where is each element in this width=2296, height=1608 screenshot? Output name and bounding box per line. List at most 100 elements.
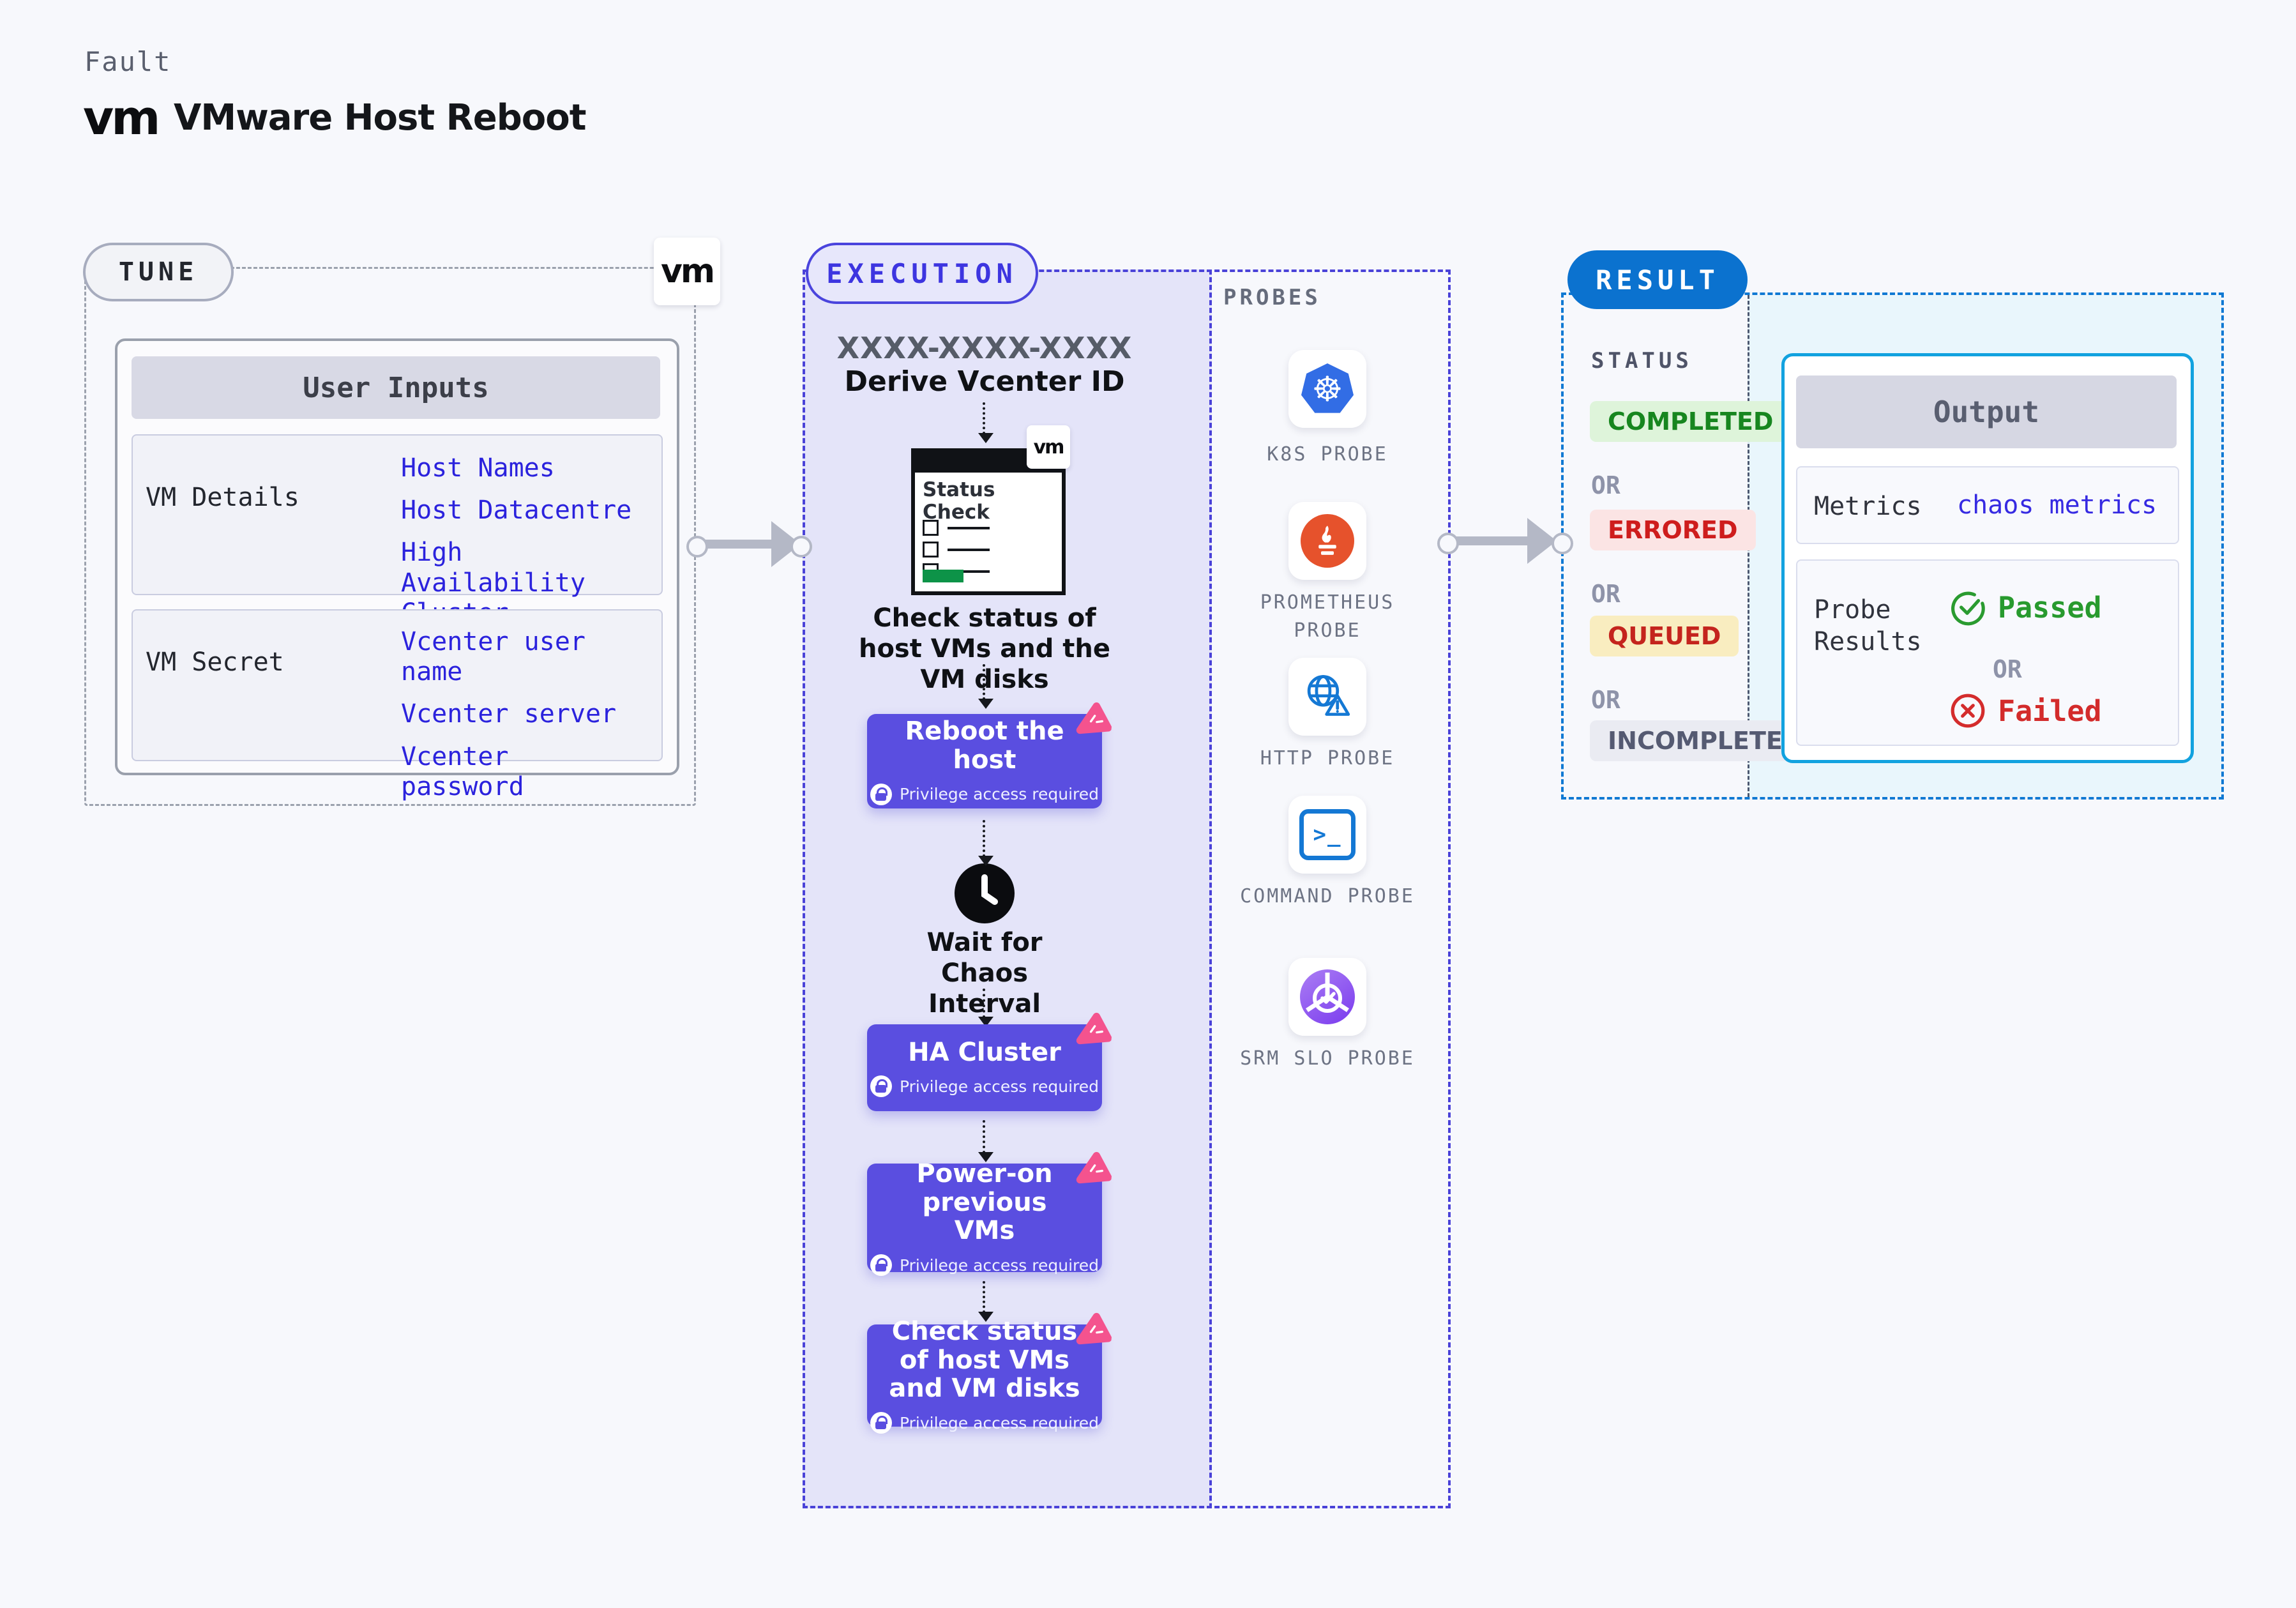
arrow-notch [790,536,812,557]
vmware-logo: vm [83,91,160,146]
probes-section-box [1207,269,1451,1508]
command-probe-card: >_ [1288,796,1366,874]
vcenter-id-placeholder: XXXX-XXXX-XXXX [836,331,1133,365]
lock-icon [870,1412,892,1434]
lock-icon [870,1254,892,1277]
tune-pill: TUNE [83,243,234,301]
terminal-icon: >_ [1299,809,1356,860]
step-title: Power-on previous VMs [916,1158,1053,1246]
user-inputs-header: User Inputs [132,356,660,419]
output-header: Output [1796,375,2177,448]
metrics-label: Metrics [1814,492,1922,521]
vm-secret-label: VM Secret [146,648,284,677]
privilege-badge: Privilege access required [899,1413,1099,1432]
prometheus-icon [1301,514,1354,568]
output-card: Output Metrics chaos metrics Probe Resul… [1781,353,2194,763]
execution-to-result-arrow [1454,536,1529,545]
x-circle-icon [1951,694,1985,728]
page-title: VMware Host Reboot [174,97,587,139]
step-title: Check status of host VMs and VM disks [889,1316,1080,1404]
flow-connector [978,989,993,1027]
lock-icon [870,783,892,805]
execution-pill: EXECUTION [806,243,1038,304]
failed-result: Failed [1949,692,2102,729]
litmus-chaos-icon [1076,1151,1112,1184]
arrow-notch [1552,533,1573,554]
probe-results-label: Probe Results [1814,595,1922,656]
or-separator: OR [1591,686,1620,714]
wait-for-chaos-interval-label: Wait for Chaos Interval [926,928,1043,1019]
probe-label: HTTP PROBE [1260,747,1395,770]
status-heading: STATUS [1591,348,1693,374]
metrics-row: Metrics chaos metrics [1796,466,2179,544]
vm-details-row: VM Details Host Names Host Datacentre Hi… [132,434,663,628]
flow-connector [978,1120,993,1162]
checkbox-icon [923,542,939,557]
litmus-chaos-icon [1076,1012,1112,1045]
probes-heading: PROBES [1223,285,1321,310]
probe-label: PROMETHEUS PROBE [1260,591,1395,642]
step-ha-cluster[interactable]: HA Cluster Privilege access required [867,1012,1112,1111]
text-line [948,570,990,573]
or-separator: OR [1591,471,1620,499]
step-power-on-previous-vms[interactable]: Power-on previous VMs Privilege access r… [867,1151,1112,1277]
link-host-names[interactable]: Host Names [401,453,555,483]
vmware-badge-icon: vm [1027,425,1070,469]
k8s-probe-card: ☸ [1288,350,1366,428]
fault-eyebrow: Fault [84,46,172,77]
probe-results-row: Probe Results Passed OR Failed [1796,559,2179,746]
failed-label: Failed [1998,694,2102,728]
step-reboot-the-host[interactable]: Reboot the host Privilege access require… [867,702,1112,808]
flow-connector [978,664,993,709]
flow-connector [978,402,993,443]
litmus-chaos-icon [1076,1312,1112,1345]
derive-vcenter-id-label: Derive Vcenter ID [844,365,1125,398]
or-separator: OR [1993,655,2022,683]
vm-details-label: VM Details [146,483,299,512]
link-vcenter-password[interactable]: Vcenter password [401,741,524,801]
flow-connector [978,820,993,866]
passed-result: Passed [1949,589,2102,626]
lock-icon [870,1075,892,1098]
privilege-badge: Privilege access required [899,1077,1099,1096]
http-probe-card [1288,658,1366,736]
probe-label: K8S PROBE [1267,443,1388,466]
srm-slo-icon [1300,969,1355,1024]
link-vcenter-server[interactable]: Vcenter server [401,699,617,729]
clock-icon [955,863,1015,923]
probe-label: COMMAND PROBE [1240,885,1415,907]
step-check-status-host-vms[interactable]: Check status of host VMs and VM disks Pr… [867,1312,1112,1434]
flow-connector [978,1281,993,1322]
link-host-datacentre[interactable]: Host Datacentre [401,496,632,526]
link-vcenter-user-name[interactable]: Vcenter user name [401,627,585,687]
privilege-badge: Privilege access required [899,785,1099,804]
result-pill: RESULT [1567,250,1748,309]
text-line [948,526,990,529]
check-circle-icon [1951,591,1985,626]
or-separator: OR [1591,580,1620,608]
step-title: HA Cluster [908,1037,1061,1067]
tune-to-execution-arrow [701,540,773,549]
privilege-badge: Privilege access required [899,1255,1099,1275]
step-title: Reboot the host [905,717,1064,775]
arrow-notch [686,536,708,557]
status-badge-errored: ERRORED [1590,510,1756,550]
vmware-badge-icon: vm [654,238,720,305]
user-inputs-card: User Inputs VM Details Host Names Host D… [115,338,679,801]
http-globe-icon [1307,675,1350,716]
status-check-title: Status Check [923,478,995,524]
status-badge-queued: QUEUED [1590,616,1739,656]
status-check-graphic: Status Check [911,448,1066,595]
status-badge-completed: COMPLETED [1590,401,1792,442]
probe-label: SRM SLO PROBE [1240,1047,1415,1070]
metrics-value[interactable]: chaos metrics [1957,490,2157,520]
prometheus-probe-card [1288,502,1366,580]
litmus-chaos-icon [1076,702,1112,734]
text-line [948,548,990,551]
vm-secret-row: VM Secret Vcenter user name Vcenter serv… [132,609,663,801]
checkbox-icon [923,520,939,536]
passed-label: Passed [1998,590,2102,625]
arrow-notch [1437,533,1459,554]
green-status-bar [923,570,963,582]
